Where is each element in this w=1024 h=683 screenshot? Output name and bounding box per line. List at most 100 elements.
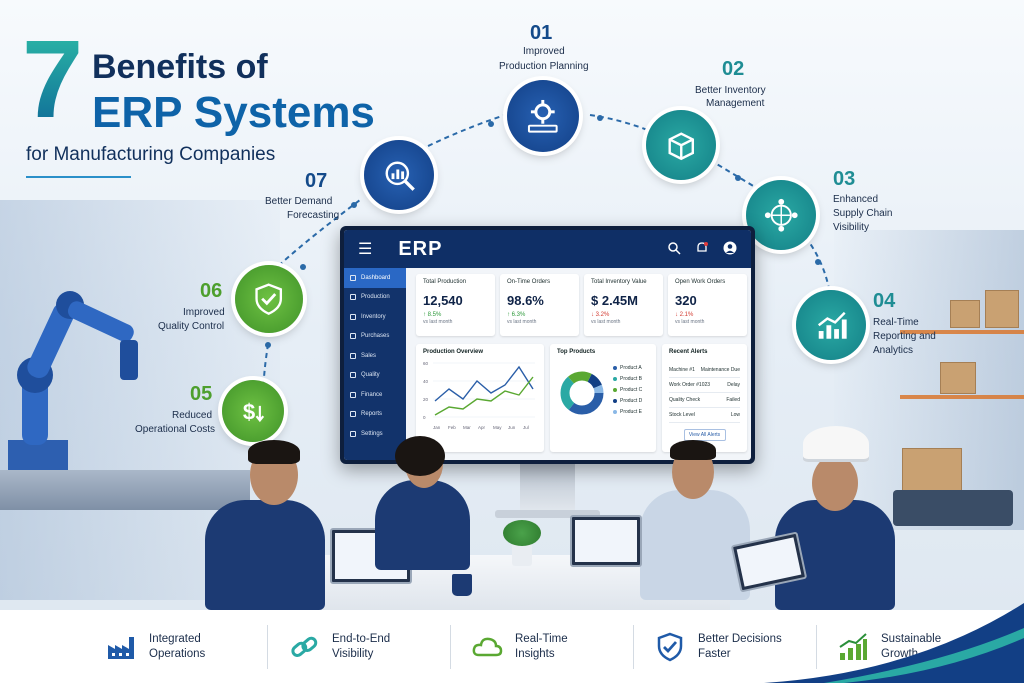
- benefit-01-label-1: Improved: [523, 46, 565, 57]
- cardboard-box: [902, 448, 962, 493]
- person-center-right-hair: [670, 440, 716, 460]
- sidebar-item-finance[interactable]: Finance: [344, 385, 406, 405]
- benefit-04-label-3: Analytics: [873, 345, 914, 356]
- sidebar-item-reports[interactable]: Reports: [344, 405, 406, 425]
- sidebar-item-inventory[interactable]: Inventory: [344, 307, 406, 327]
- svg-text:40: 40: [423, 379, 429, 384]
- growth-chart-icon: [839, 632, 867, 660]
- svg-text:Jan: Jan: [433, 425, 441, 430]
- kpi-card-open-work-orders: Open Work Orders 320 ↓ 2.1% vs last mont…: [668, 274, 747, 336]
- top-products-panel: Top Products Product A Product B Product…: [550, 344, 656, 452]
- box-icon: [646, 110, 716, 180]
- infographic-scene: 7 Benefits of ERP Systems for Manufactur…: [0, 0, 1024, 610]
- kpi-card-on-time-orders: On-Time Orders 98.6% ↑ 6.3% vs last mont…: [500, 274, 579, 336]
- erp-screen: ☰ ERP Dashboard Production Inventory Pur…: [344, 230, 751, 460]
- benefit-04-number: 04: [873, 290, 896, 312]
- gear-icon: [507, 80, 579, 152]
- hamburger-menu-icon[interactable]: ☰: [358, 241, 373, 258]
- svg-text:May: May: [493, 425, 502, 430]
- legend-product-e: Product E: [613, 409, 642, 415]
- notification-bell-icon[interactable]: [695, 241, 709, 255]
- svg-text:0: 0: [423, 415, 426, 420]
- title-subtitle: for Manufacturing Companies: [26, 144, 276, 165]
- sidebar-item-settings[interactable]: Settings: [344, 424, 406, 444]
- kpi-card-inventory-value: Total Inventory Value $ 2.45M ↓ 3.2% vs …: [584, 274, 663, 336]
- benefit-03-label-2: Supply Chain: [833, 208, 893, 219]
- hard-hat: [803, 426, 869, 462]
- legend-product-c: Product C: [613, 387, 642, 393]
- benefit-04-label-2: Reporting and: [873, 331, 936, 342]
- benefit-02-label-2: Management: [706, 98, 765, 109]
- svg-text:60: 60: [423, 361, 429, 366]
- title-line-1: Benefits of: [92, 48, 268, 86]
- person-left: [205, 500, 325, 610]
- chart-icon: [796, 290, 866, 360]
- robot-arm-illustration: [8, 291, 138, 470]
- person-left-hair: [248, 440, 300, 464]
- person-presenter-hair: [395, 436, 445, 476]
- svg-text:Jul: Jul: [523, 425, 529, 430]
- benefit-06-label-1: Improved: [183, 307, 225, 318]
- sidebar-item-production[interactable]: Production: [344, 288, 406, 308]
- legend-product-a: Product A: [613, 365, 642, 371]
- benefit-07-label-2: Forecasting: [287, 210, 340, 221]
- benefit-01-label-2: Production Planning: [499, 61, 589, 72]
- conveyor-belt: [0, 470, 250, 510]
- production-overview-panel: Production Overview 60 40 20 0 Jan: [416, 344, 544, 452]
- warehouse-shelf: [900, 330, 1024, 334]
- benefit-02-label-1: Better Inventory: [695, 85, 766, 96]
- sidebar-item-quality[interactable]: Quality: [344, 366, 406, 386]
- cardboard-box: [940, 362, 976, 394]
- svg-text:Jun: Jun: [508, 425, 516, 430]
- dollar-icon: $: [222, 380, 284, 442]
- monitor-stand: [520, 464, 575, 514]
- agv-robot: [893, 490, 1013, 526]
- person-presenter: [375, 480, 470, 570]
- factory-icon: [108, 636, 134, 659]
- benefit-01-number: 01: [530, 22, 553, 44]
- corner-swoosh: [764, 603, 1024, 683]
- sidebar-item-dashboard[interactable]: Dashboard: [344, 268, 406, 288]
- benefit-05-label-1: Reduced: [172, 410, 213, 421]
- plant-leaves: [503, 520, 541, 546]
- monitor-stand-base: [495, 510, 600, 518]
- link-icon: [291, 636, 318, 657]
- benefit-03-label-3: Visibility: [833, 222, 869, 233]
- erp-sidebar: Dashboard Production Inventory Purchases…: [344, 268, 406, 460]
- production-line-chart: 60 40 20 0 Jan Feb Mar Apr: [423, 361, 535, 430]
- cardboard-box: [985, 290, 1019, 328]
- sidebar-item-purchases[interactable]: Purchases: [344, 327, 406, 347]
- erp-header: ☰ ERP: [344, 230, 751, 268]
- legend-product-d: Product D: [613, 398, 642, 404]
- search-icon[interactable]: [667, 241, 681, 255]
- shield-check-icon: [657, 632, 683, 661]
- benefit-07-label-1: Better Demand: [265, 196, 333, 207]
- benefit-07-number: 07: [305, 170, 328, 192]
- svg-text:20: 20: [423, 397, 429, 402]
- benefit-06-label-2: Quality Control: [158, 321, 225, 332]
- sidebar-item-sales[interactable]: Sales: [344, 346, 406, 366]
- network-icon: [746, 180, 816, 250]
- svg-text:Apr: Apr: [478, 425, 486, 430]
- benefit-05-number: 05: [190, 383, 213, 405]
- svg-text:$: $: [243, 400, 256, 425]
- title-line-2: ERP Systems: [92, 88, 375, 137]
- user-avatar-icon[interactable]: [723, 241, 737, 255]
- products-donut-chart: [560, 371, 604, 414]
- title-divider: [26, 176, 131, 178]
- benefit-06-number: 06: [200, 280, 223, 302]
- kpi-card-total-production: Total Production 12,540 ↑ 8.5% vs last m…: [416, 274, 495, 336]
- benefit-05-label-2: Operational Costs: [135, 424, 216, 435]
- title-number: 7: [22, 18, 84, 141]
- warehouse-shelf: [900, 395, 1024, 399]
- erp-title: ERP: [398, 237, 443, 260]
